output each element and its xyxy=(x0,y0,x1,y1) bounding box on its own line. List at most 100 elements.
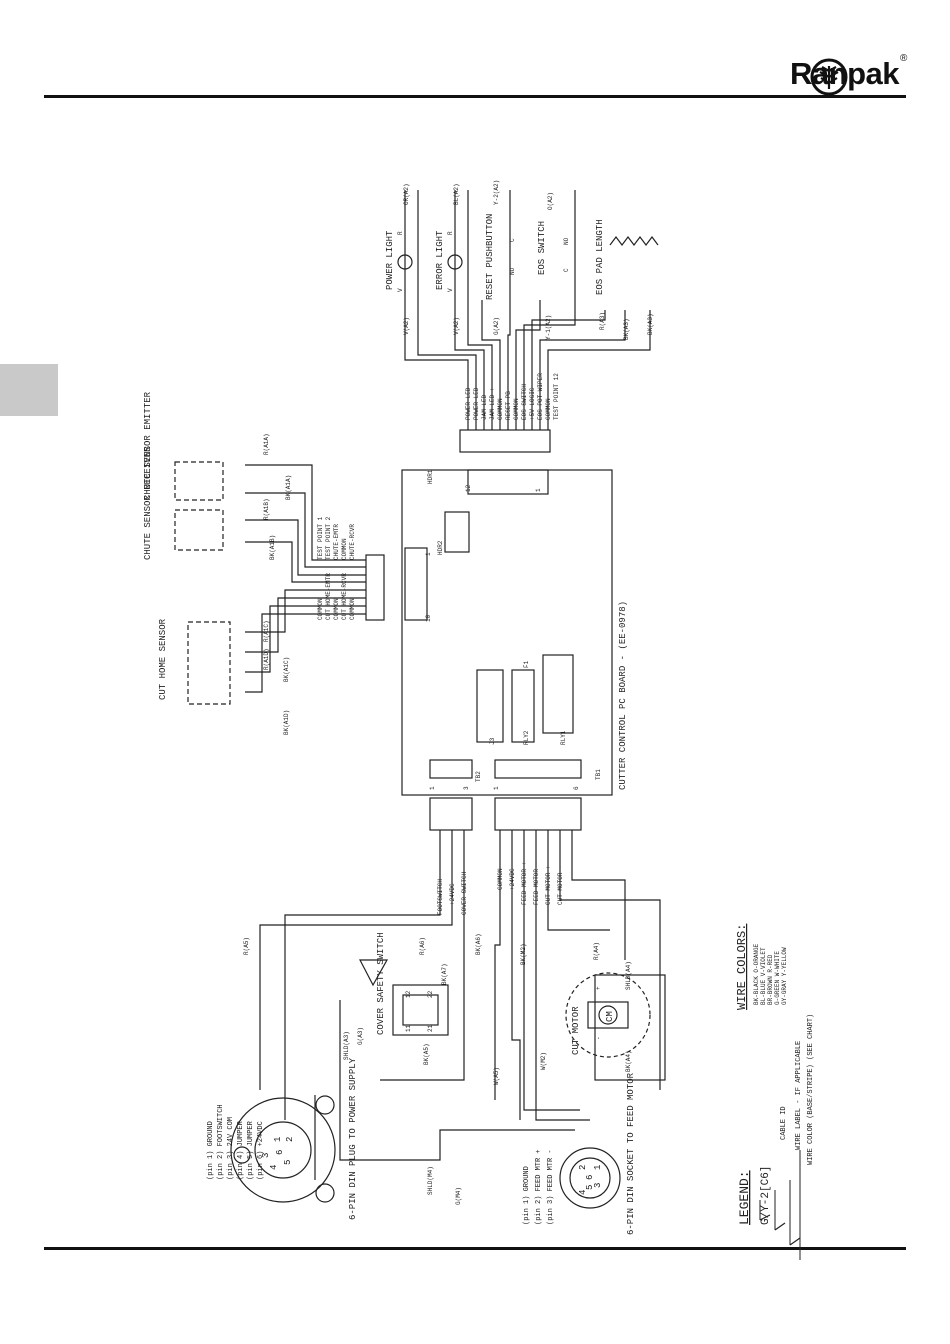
wire-receiver-bottom: BK(A1B) xyxy=(269,535,276,560)
socket-pin-1: 1 xyxy=(593,1165,603,1170)
sensor-pin-3: CHUTE-EMTR xyxy=(333,524,340,560)
power-pin-5: (pin 5) JUMPER xyxy=(247,1120,255,1180)
tb1-pin-6: CUT MOTOR - xyxy=(557,865,564,905)
header-rule xyxy=(44,95,906,98)
power-light-lamp xyxy=(397,254,413,270)
power-plug-icon xyxy=(230,1097,336,1203)
wire-cut-home-4: BK(A1D) xyxy=(283,710,290,735)
caution-icon xyxy=(359,959,389,987)
receiver-box xyxy=(174,509,224,551)
cover-switch-label: COVER SAFETY SWITCH xyxy=(376,932,386,1035)
eos-pin-7: COMMON xyxy=(513,398,520,420)
plug-pin-5: 5 xyxy=(283,1160,293,1165)
sensor-pin-7: CUT HOME-EMTR xyxy=(325,573,332,620)
legend-item-2: WIRE LABEL - IF APPLICABLE xyxy=(795,1041,803,1150)
board-tb2: TB2 xyxy=(475,771,482,782)
header-j1 xyxy=(467,469,549,495)
wire-bk-a4: BK(A4) xyxy=(625,1050,632,1072)
legend-item-1: CABLE ID xyxy=(780,1106,788,1140)
ranpak-logo-icon xyxy=(810,58,848,96)
mark-j2-10: 10 xyxy=(425,614,432,622)
wire-pad-3: BK(A3) xyxy=(647,313,654,335)
power-plug-label: 6-PIN DIN PLUG TO POWER SUPPLY xyxy=(348,1057,358,1220)
socket-pin-5: 5 xyxy=(585,1185,595,1190)
feed-socket-label: 6-PIN DIN SOCKET TO FEED MOTOR xyxy=(626,1072,636,1235)
mark-c-2: C xyxy=(563,268,570,272)
wire-cover-2: BK(A6) xyxy=(475,933,482,955)
tb1-pin-4: FEED MOTOR - xyxy=(533,862,540,905)
sensor-pin-4: COMMON xyxy=(341,538,348,560)
mark-tb1-1: 1 xyxy=(493,786,500,790)
header-j2 xyxy=(404,547,428,621)
wire-cut-home-2: R(A1D) xyxy=(263,648,270,670)
mark-led-r-2: R xyxy=(447,231,454,235)
wire-w-a5: W(A5) xyxy=(493,1067,500,1085)
feed-pin-2: (pin 2) FEED MTR + xyxy=(535,1149,543,1225)
eos-pin-2: POWER LED xyxy=(473,387,480,420)
cut-home-box xyxy=(187,621,231,705)
chip xyxy=(444,511,470,553)
tb1-plug xyxy=(494,797,582,831)
plug-pin-2: 2 xyxy=(285,1137,295,1142)
wire-shld-a4: SHLD(A4) xyxy=(625,961,632,990)
sensor-connector xyxy=(365,554,385,621)
mark-led-r-1: R xyxy=(397,231,404,235)
board-rly1: RLY1 xyxy=(560,730,567,745)
wire-pad-1: R(A3) xyxy=(599,312,606,330)
cut-home-label: CUT HOME SENSOR xyxy=(158,618,168,700)
board-label: CUTTER CONTROL PC BOARD - (EE-0978) xyxy=(618,601,628,790)
legend-item-3: WIRE COLOR (BASE/STRIPE) (SEE CHART) xyxy=(807,1014,815,1165)
socket-pin-3: 3 xyxy=(593,1183,603,1188)
wire-cover-1: R(A6) xyxy=(419,937,426,955)
wire-color-1: BK-BLACK O-ORANGE xyxy=(753,943,760,1005)
wire-color-4: G-GREEN W-WHITE xyxy=(774,951,781,1005)
board-j3: J3 xyxy=(489,737,496,745)
chute-emitter-label: CHUTE SENSOR EMITTER xyxy=(143,391,153,500)
eos-pin-4: JAM LED + xyxy=(489,387,496,420)
wire-w-m: W(M2) xyxy=(540,1052,547,1070)
eos-pot xyxy=(609,236,659,246)
mark-motor-minus: - xyxy=(595,1036,602,1040)
mark-tb1-6: 6 xyxy=(573,786,580,790)
mark-led-v-2: V xyxy=(447,288,454,292)
plug-pin-3: 3 xyxy=(261,1153,271,1158)
sensor-pin-5: CHUTE-RCVR xyxy=(349,524,356,560)
fuse xyxy=(542,654,574,734)
sensor-pin-10: COMMON xyxy=(349,598,356,620)
tb1-pin-2: +24VDC xyxy=(509,868,516,890)
plug-pin-4: 4 xyxy=(269,1165,279,1170)
cover-switch-box xyxy=(392,984,449,1036)
tb1-pin-5: CUT MOTOR + xyxy=(545,865,552,905)
socket-pin-4: 4 xyxy=(578,1190,588,1195)
tb2-pin-2: +24VDC xyxy=(449,883,456,905)
cut-motor-icon xyxy=(565,972,651,1058)
eos-pin-5: COMMON xyxy=(497,398,504,420)
board-tb1: TB1 xyxy=(595,769,602,780)
power-pin-2: (pin 2) FOOTSWITCH xyxy=(217,1104,225,1180)
board-rly2: RLY2 xyxy=(523,730,530,745)
wire-shld-m: SHLD(M4) xyxy=(427,1166,434,1195)
wire-foot: R(A5) xyxy=(243,937,250,955)
mark-sw-12: 12 xyxy=(405,990,412,998)
emitter-box xyxy=(174,461,224,501)
eos-pin-8: EOS SWITCH xyxy=(521,384,528,420)
mark-j2-1: 1 xyxy=(425,552,432,556)
mark-c-1: C xyxy=(509,238,516,242)
mark-tb2-3: 3 xyxy=(463,786,470,790)
wire-colors-title: WIRE COLORS: xyxy=(735,924,749,1010)
wire-power-right: OR(A2) xyxy=(403,183,410,205)
tb1-block xyxy=(494,759,582,779)
error-light-label: ERROR LIGHT xyxy=(435,230,445,290)
mark-tb2-1: 1 xyxy=(429,786,436,790)
feed-pin-1: (pin 1) GROUND xyxy=(523,1166,531,1225)
tb2-block xyxy=(429,759,473,779)
mark-led-v-1: V xyxy=(397,288,404,292)
eos-connector xyxy=(459,429,551,453)
plug-pin-6: 6 xyxy=(275,1150,285,1155)
power-pin-1: (pin 1) GROUND xyxy=(207,1121,215,1180)
cm-label: CM xyxy=(605,1011,615,1022)
wire-shld-a: SHLD(A3) xyxy=(343,1031,350,1060)
brand-name: Ranpak xyxy=(790,56,899,91)
eos-pin-6: RESET PB xyxy=(505,391,512,420)
wire-g-m: G(M4) xyxy=(455,1187,462,1205)
